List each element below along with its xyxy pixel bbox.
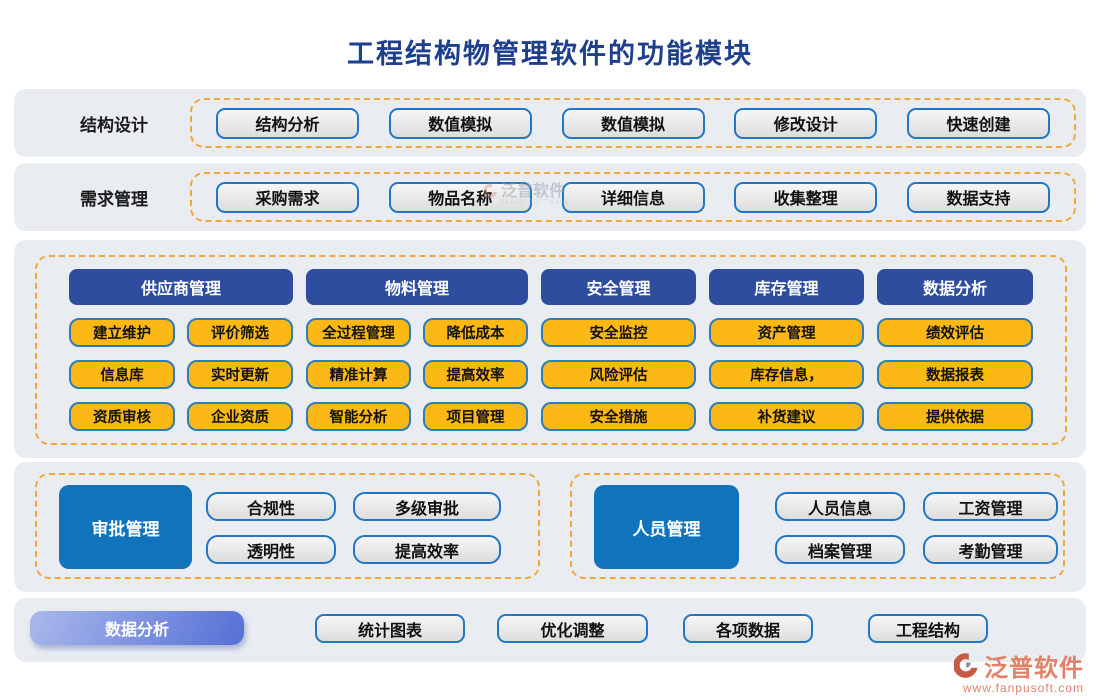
reduce-cost-button[interactable]: 降低成本 xyxy=(423,318,528,347)
personnel-management-header[interactable]: 人员管理 xyxy=(594,485,739,569)
inventory-management-header[interactable]: 库存管理 xyxy=(709,269,864,305)
supplier-management-column: 供应商管理 建立维护 评价筛选 信息库 实时更新 资质审核 企业资质 xyxy=(69,269,293,443)
safety-management-column: 安全管理 安全监控 风险评估 安全措施 xyxy=(541,269,696,443)
approval-management-header[interactable]: 审批管理 xyxy=(59,485,192,569)
safety-management-header[interactable]: 安全管理 xyxy=(541,269,696,305)
fanpu-logo[interactable]: 泛普软件 www.fanpusoft.com xyxy=(954,648,1084,695)
realtime-update-button[interactable]: 实时更新 xyxy=(187,360,293,389)
demand-management-group: 采购需求 物品名称 详细信息 收集整理 数据支持 xyxy=(190,172,1076,222)
structure-analysis-button[interactable]: 结构分析 xyxy=(216,107,359,139)
module-matrix-group: 供应商管理 建立维护 评价筛选 信息库 实时更新 资质审核 企业资质 物料管理 … xyxy=(35,255,1067,445)
build-maintain-button[interactable]: 建立维护 xyxy=(69,318,175,347)
salary-management-button[interactable]: 工资管理 xyxy=(923,492,1058,521)
numeric-simulation-button[interactable]: 数值模拟 xyxy=(388,107,532,139)
material-management-column: 物料管理 全过程管理 降低成本 精准计算 提高效率 智能分析 项目管理 xyxy=(306,269,528,443)
provide-basis-button[interactable]: 提供依据 xyxy=(877,402,1033,431)
smart-analysis-button[interactable]: 智能分析 xyxy=(306,402,411,431)
page-title: 工程结构物管理软件的功能模块 xyxy=(347,39,753,69)
collect-organize-button[interactable]: 收集整理 xyxy=(734,181,878,213)
project-management-button[interactable]: 项目管理 xyxy=(423,402,528,431)
fanpu-logo-icon xyxy=(954,652,978,678)
data-analysis-pill[interactable]: 数据分析 xyxy=(30,611,244,645)
enterprise-qualification-button[interactable]: 企业资质 xyxy=(187,402,293,431)
personnel-info-button[interactable]: 人员信息 xyxy=(775,492,905,521)
logo-name: 泛普软件 xyxy=(984,655,1084,682)
section-structure-design: 结构设计 结构分析 数值模拟 数值模拟 修改设计 快速创建 xyxy=(14,89,1086,157)
info-base-button[interactable]: 信息库 xyxy=(69,360,175,389)
detail-info-button[interactable]: 详细信息 xyxy=(561,181,705,213)
data-report-button[interactable]: 数据报表 xyxy=(877,360,1033,389)
approval-management-group: 审批管理 合规性 多级审批 透明性 提高效率 xyxy=(35,473,540,579)
transparency-button[interactable]: 透明性 xyxy=(206,535,336,564)
risk-assessment-button[interactable]: 风险评估 xyxy=(541,360,696,389)
data-support-button[interactable]: 数据支持 xyxy=(907,181,1050,213)
evaluate-filter-button[interactable]: 评价筛选 xyxy=(187,318,293,347)
whole-process-button[interactable]: 全过程管理 xyxy=(306,318,411,347)
quick-create-button[interactable]: 快速创建 xyxy=(907,107,1050,139)
material-management-header[interactable]: 物料管理 xyxy=(306,269,528,305)
safety-monitor-button[interactable]: 安全监控 xyxy=(541,318,696,347)
data-analysis-header[interactable]: 数据分析 xyxy=(877,269,1033,305)
inventory-management-column: 库存管理 资产管理 库存信息， 补货建议 xyxy=(709,269,864,443)
replenish-advice-button[interactable]: 补货建议 xyxy=(709,402,864,431)
section-data-analysis-bottom: 数据分析 统计图表 优化调整 各项数据 工程结构 xyxy=(14,598,1086,662)
optimize-adjust-button[interactable]: 优化调整 xyxy=(497,614,648,643)
inventory-info-button[interactable]: 库存信息， xyxy=(709,360,864,389)
compliance-button[interactable]: 合规性 xyxy=(206,492,336,521)
asset-management-button[interactable]: 资产管理 xyxy=(709,318,864,347)
statistic-chart-button[interactable]: 统计图表 xyxy=(315,614,465,643)
qualification-review-button[interactable]: 资质审核 xyxy=(69,402,175,431)
various-data-button[interactable]: 各项数据 xyxy=(683,614,813,643)
purchase-demand-button[interactable]: 采购需求 xyxy=(216,181,359,213)
data-analysis-column: 数据分析 绩效评估 数据报表 提供依据 xyxy=(877,269,1033,443)
modify-design-button[interactable]: 修改设计 xyxy=(734,107,878,139)
section-approval-personnel: 审批管理 合规性 多级审批 透明性 提高效率 人员管理 人员信息 工资管理 档案… xyxy=(14,462,1086,592)
numeric-simulation-button-2[interactable]: 数值模拟 xyxy=(561,107,705,139)
improve-efficiency-button[interactable]: 提高效率 xyxy=(423,360,528,389)
archive-management-button[interactable]: 档案管理 xyxy=(775,535,905,564)
section-module-matrix: 供应商管理 建立维护 评价筛选 信息库 实时更新 资质审核 企业资质 物料管理 … xyxy=(14,240,1086,458)
section-demand-management: 需求管理 采购需求 物品名称 详细信息 收集整理 数据支持 泛普软件 FANPU… xyxy=(14,163,1086,231)
safety-measures-button[interactable]: 安全措施 xyxy=(541,402,696,431)
section-label: 需求管理 xyxy=(80,189,148,209)
attendance-management-button[interactable]: 考勤管理 xyxy=(923,535,1058,564)
item-name-button[interactable]: 物品名称 xyxy=(388,181,532,213)
efficiency-button[interactable]: 提高效率 xyxy=(353,535,501,564)
supplier-management-header[interactable]: 供应商管理 xyxy=(69,269,293,305)
precise-calc-button[interactable]: 精准计算 xyxy=(306,360,411,389)
performance-eval-button[interactable]: 绩效评估 xyxy=(877,318,1033,347)
logo-url: www.fanpusoft.com xyxy=(962,681,1084,695)
personnel-management-group: 人员管理 人员信息 工资管理 档案管理 考勤管理 xyxy=(570,473,1065,579)
section-label: 结构设计 xyxy=(80,115,148,135)
multilevel-approval-button[interactable]: 多级审批 xyxy=(353,492,501,521)
structure-design-group: 结构分析 数值模拟 数值模拟 修改设计 快速创建 xyxy=(190,98,1076,148)
engineering-structure-button[interactable]: 工程结构 xyxy=(868,614,988,643)
